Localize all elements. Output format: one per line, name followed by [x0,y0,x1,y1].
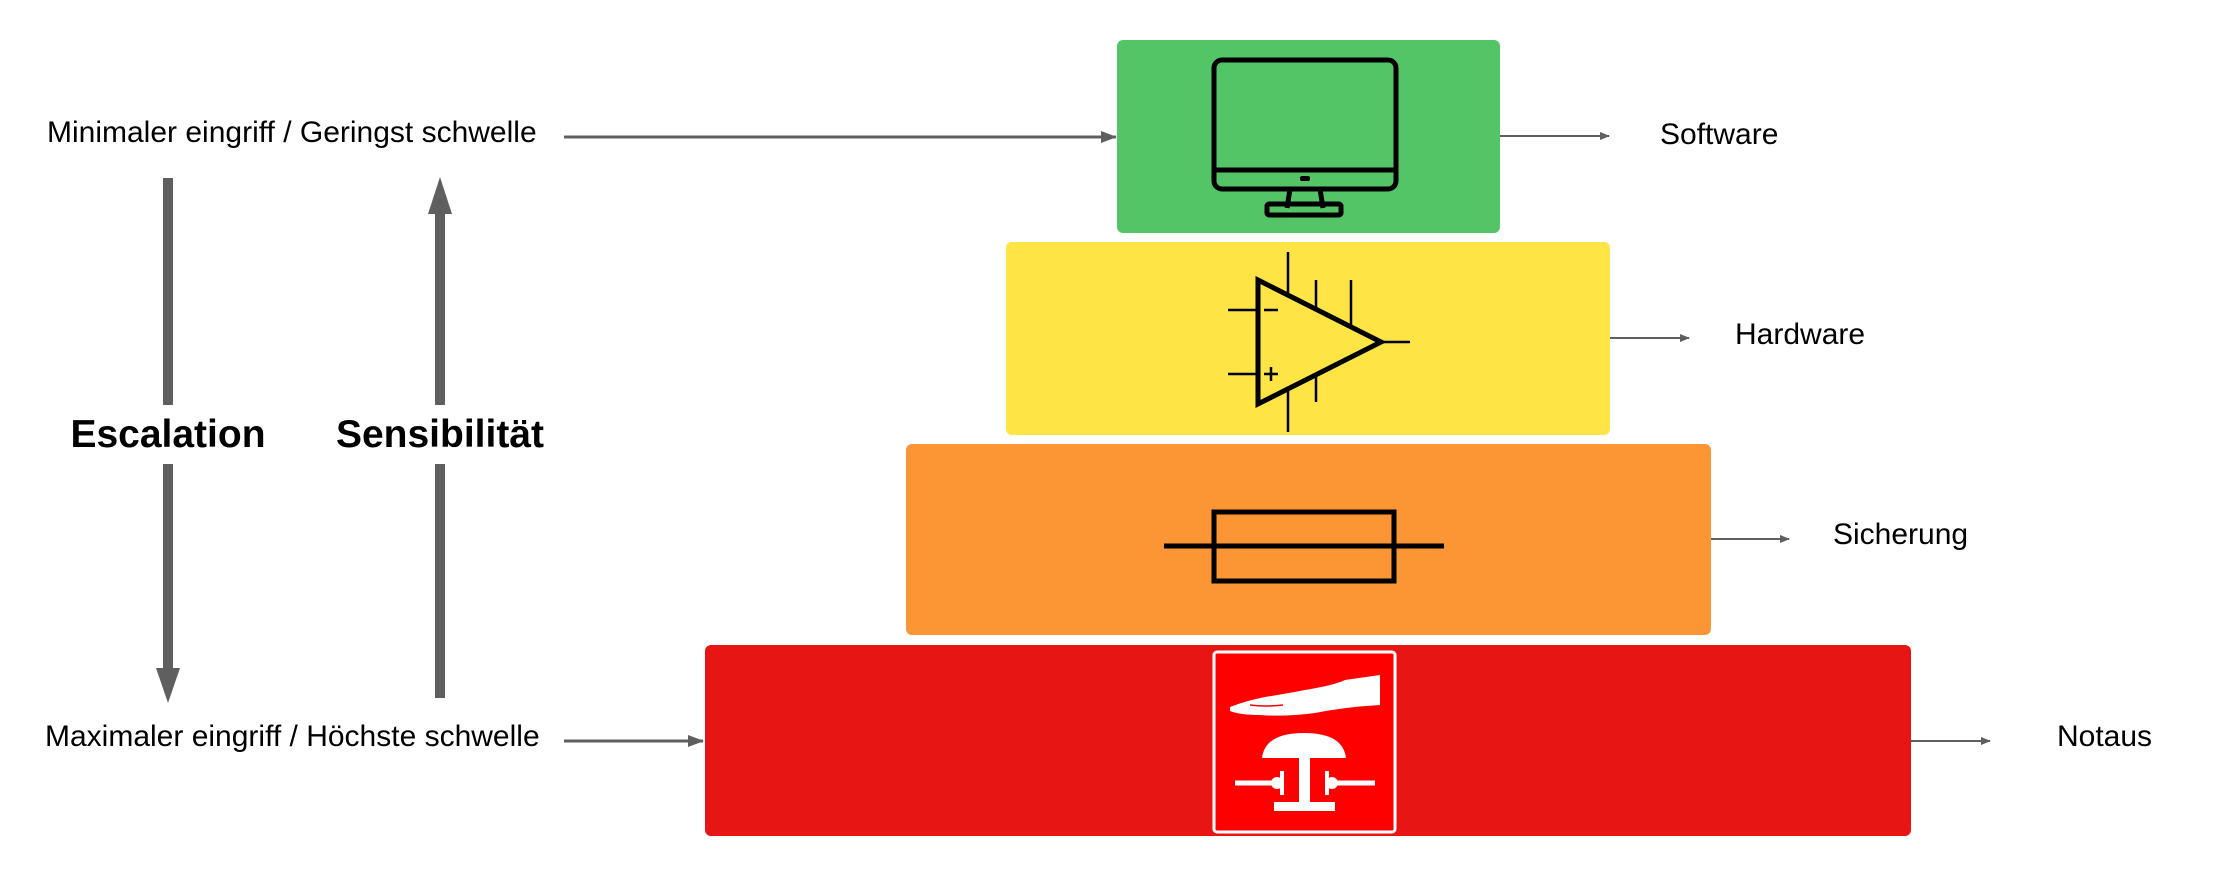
bottom-threshold-label: Maximaler eingriff / Höchste schwelle [45,720,540,753]
op-amp-icon [1228,252,1410,432]
fuse-icon [1164,509,1444,584]
sicherung-label: Sicherung [1833,518,1969,551]
notaus-tier [705,645,1911,836]
sensibility-arrowhead [428,177,452,214]
hardware-tier [1006,242,1610,435]
software-tier [1117,40,1500,233]
sicherung-tier [906,444,1711,635]
software-label: Software [1660,118,1779,151]
top-threshold-label: Minimaler eingriff / Geringst schwelle [47,116,537,149]
monitor-icon [1211,57,1399,218]
hardware-label: Hardware [1735,318,1866,351]
escalation-arrowhead [156,668,180,703]
escalation-label: Escalation [60,405,276,464]
notaus-label: Notaus [2057,720,2153,753]
emergency-stop-icon [1212,650,1397,834]
sensibility-label: Sensibilität [325,405,555,464]
